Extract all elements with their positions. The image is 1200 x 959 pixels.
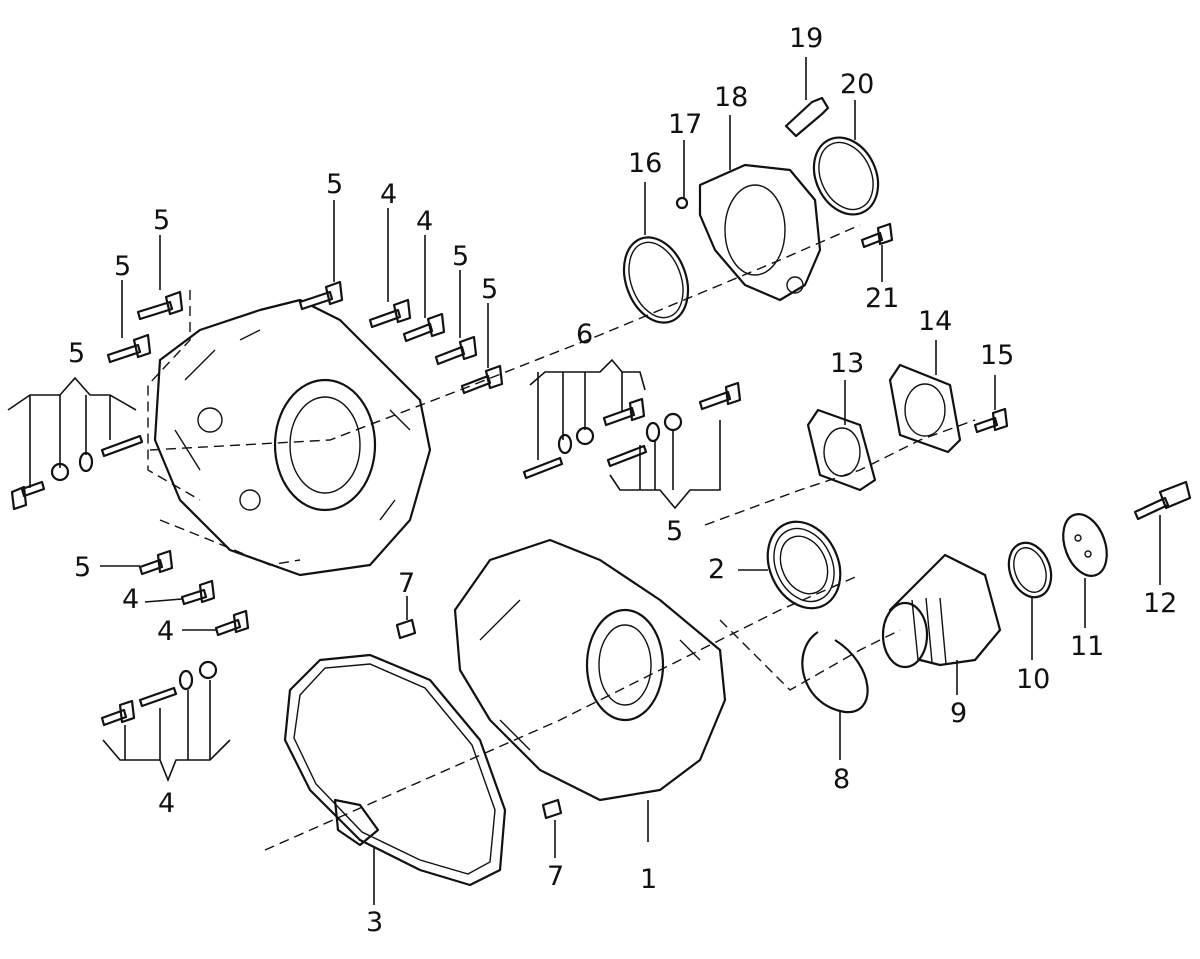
label-2: 2 bbox=[708, 554, 725, 585]
bearing bbox=[766, 520, 842, 610]
label-12: 12 bbox=[1143, 588, 1177, 619]
label-5: 5 bbox=[666, 516, 683, 547]
output-flange bbox=[881, 553, 1002, 669]
label-4: 4 bbox=[158, 788, 175, 819]
flange-housing bbox=[698, 163, 822, 302]
washer-plate bbox=[1062, 513, 1108, 577]
o-ring-flange bbox=[812, 136, 880, 216]
flange-bolt bbox=[1133, 480, 1192, 521]
leader-lines bbox=[7, 57, 1161, 905]
label-5: 5 bbox=[74, 552, 91, 583]
label-13: 13 bbox=[830, 348, 864, 379]
label-9: 9 bbox=[950, 698, 967, 729]
gasket bbox=[283, 653, 507, 887]
callout-labels: 1 2 3 4 4 4 4 4 5 5 5 5 5 5 5 5 6 7 7 8 … bbox=[68, 23, 1177, 938]
seal-ring bbox=[1007, 541, 1053, 599]
rear-housing-cover bbox=[153, 298, 432, 577]
o-ring-large bbox=[622, 236, 690, 324]
label-14: 14 bbox=[918, 306, 952, 337]
label-7: 7 bbox=[398, 568, 415, 599]
label-21: 21 bbox=[865, 283, 899, 314]
flange-plate bbox=[888, 363, 962, 454]
label-3: 3 bbox=[366, 907, 383, 938]
label-6: 6 bbox=[576, 319, 593, 350]
label-7: 7 bbox=[547, 861, 564, 892]
label-18: 18 bbox=[714, 82, 748, 113]
label-8: 8 bbox=[833, 764, 850, 795]
label-5: 5 bbox=[452, 241, 469, 272]
label-11: 11 bbox=[1070, 631, 1104, 662]
label-5: 5 bbox=[326, 169, 343, 200]
label-5: 5 bbox=[68, 338, 85, 369]
label-4: 4 bbox=[157, 616, 174, 647]
flange-gasket bbox=[806, 408, 877, 492]
small-seal bbox=[675, 196, 689, 210]
label-1: 1 bbox=[640, 864, 657, 895]
sensor bbox=[784, 96, 830, 138]
label-20: 20 bbox=[840, 69, 874, 100]
main-housing bbox=[453, 538, 727, 802]
label-17: 17 bbox=[668, 109, 702, 140]
bolts bbox=[10, 222, 1009, 820]
label-15: 15 bbox=[980, 340, 1014, 371]
label-4: 4 bbox=[416, 206, 433, 237]
o-ring-flange-inner bbox=[818, 141, 874, 211]
label-5: 5 bbox=[114, 251, 131, 282]
label-4: 4 bbox=[122, 584, 139, 615]
snap-ring bbox=[801, 631, 869, 714]
label-5: 5 bbox=[481, 274, 498, 305]
label-5: 5 bbox=[153, 205, 170, 236]
label-4: 4 bbox=[380, 179, 397, 210]
o-ring-large-inner bbox=[628, 241, 684, 319]
label-16: 16 bbox=[628, 148, 662, 179]
label-19: 19 bbox=[789, 23, 823, 54]
label-10: 10 bbox=[1016, 664, 1050, 695]
